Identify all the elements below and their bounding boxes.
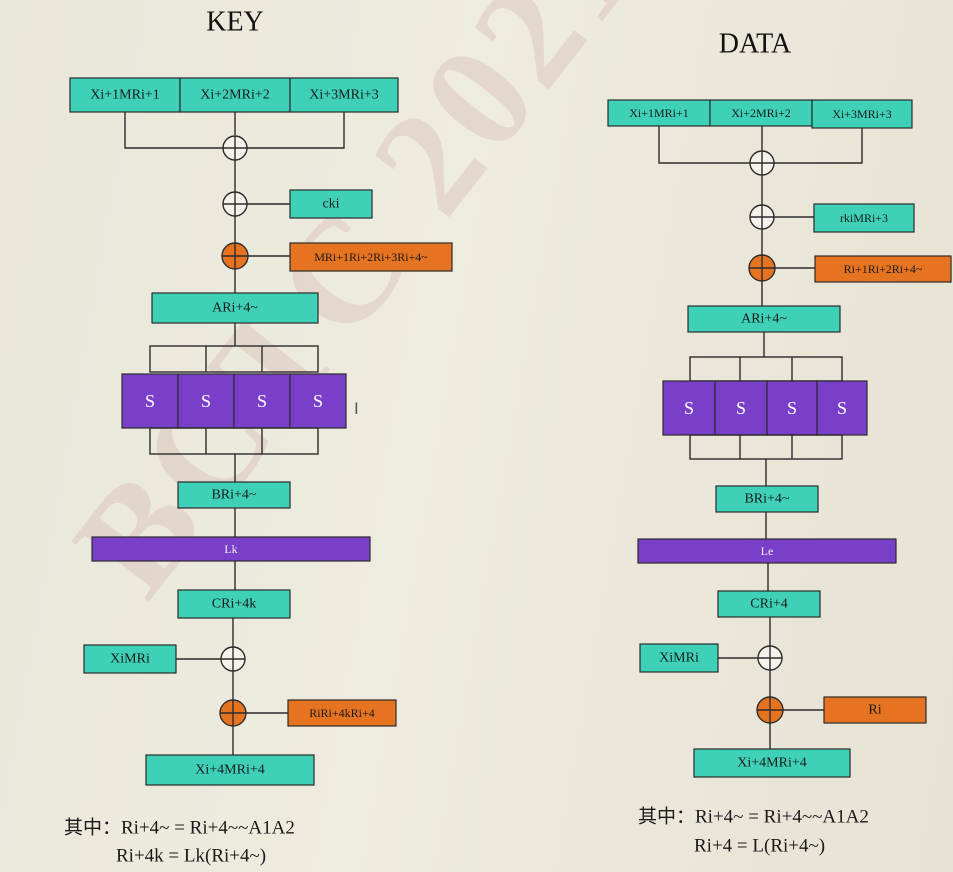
key-sbox-2: S [201, 391, 211, 411]
key-x2-label: Xi+2MRi+2 [200, 88, 269, 103]
data-rk-label: rkiMRi+3 [840, 211, 888, 225]
key-xor-mr [221, 242, 249, 270]
key-x1-label: Xi+1MRi+1 [90, 88, 159, 103]
data-xor-ri [748, 254, 776, 282]
key-lk-bar [91, 536, 371, 562]
key-x3-label: Xi+3MRi+3 [309, 88, 378, 103]
data-xor-ri-final [756, 696, 784, 724]
key-ri-label: RiRi+4kRi+4 [309, 706, 375, 720]
data-ri-in-box [814, 255, 952, 283]
key-xor-ri [219, 699, 247, 727]
key-note-2: Ri+4k = Lk(Ri+4~) [116, 846, 266, 867]
data-ri-in-label: Ri+1Ri+2Ri+4~ [844, 262, 923, 276]
data-x3-label: Xi+3MRi+3 [832, 107, 892, 121]
data-cr-label: CRi+4 [750, 597, 787, 612]
key-xor-ck [222, 191, 248, 217]
key-ximri-label: XiMRi [110, 652, 150, 667]
data-note-1: 其中：Ri+4~ = Ri+4~~A1A2 [638, 806, 869, 828]
key-cr-box [177, 589, 291, 619]
data-x2-label: Xi+2MRi+2 [731, 106, 791, 120]
key-sbox-3: S [257, 391, 267, 411]
text-cursor-icon: I [354, 399, 359, 418]
key-sbox-1: S [145, 391, 155, 411]
data-ri-box [823, 696, 927, 724]
data-top-row: Xi+1MRi+1 Xi+2MRi+2 Xi+3MRi+3 [607, 99, 913, 129]
key-out-box [145, 754, 315, 786]
data-x1-label: Xi+1MRi+1 [629, 106, 689, 120]
data-br-label: BRi+4~ [744, 492, 789, 507]
key-ar-label: ARi+4~ [212, 301, 258, 316]
key-xor-ximri [220, 646, 246, 672]
data-cr-box [717, 590, 821, 618]
data-le-bar [637, 538, 897, 564]
key-top-row: Xi+1MRi+1 Xi+2MRi+2 Xi+3MRi+3 [69, 77, 399, 113]
data-ar-box [687, 305, 841, 333]
key-br-label: BRi+4~ [211, 488, 256, 503]
data-note-2: Ri+4 = L(Ri+4~) [694, 836, 825, 857]
key-mr-label: MRi+1Ri+2Ri+3Ri+4~ [314, 250, 428, 264]
data-sbox-4: S [837, 398, 847, 418]
data-ximri-label: XiMRi [659, 651, 699, 666]
key-title: KEY [206, 7, 264, 38]
key-out-label: Xi+4MRi+4 [195, 763, 264, 778]
key-ck-label: cki [322, 197, 339, 212]
data-sbox-1: S [684, 398, 694, 418]
key-mr-box [289, 242, 453, 272]
key-sbox-4: S [313, 391, 323, 411]
key-br-box [177, 481, 291, 509]
key-ck-box [289, 189, 373, 219]
data-ar-label: ARi+4~ [741, 312, 787, 327]
data-title: DATA [719, 29, 792, 60]
data-out-box [693, 748, 851, 778]
data-le-label: Le [761, 544, 774, 558]
data-rk-box [813, 203, 915, 233]
data-xor-rk [749, 204, 775, 230]
data-sbox-2: S [736, 398, 746, 418]
data-xor-ximri [757, 645, 783, 671]
data-xor-1 [749, 150, 775, 176]
key-ri-box [287, 699, 397, 727]
data-sbox-row: S S S S [662, 380, 868, 436]
data-sbox-3: S [787, 398, 797, 418]
key-note-1: 其中：Ri+4~ = Ri+4~~A1A2 [64, 817, 295, 839]
key-lk-label: Lk [224, 542, 237, 556]
key-ximri-box [83, 644, 177, 674]
data-out-label: Xi+4MRi+4 [737, 756, 806, 771]
key-cr-label: CRi+4k [212, 597, 256, 612]
key-xor-1 [222, 135, 248, 161]
data-ximri-box [639, 643, 719, 673]
key-sbox-row: S S S S [121, 373, 347, 429]
data-br-box [715, 485, 819, 513]
data-ri-label: Ri [868, 703, 881, 718]
